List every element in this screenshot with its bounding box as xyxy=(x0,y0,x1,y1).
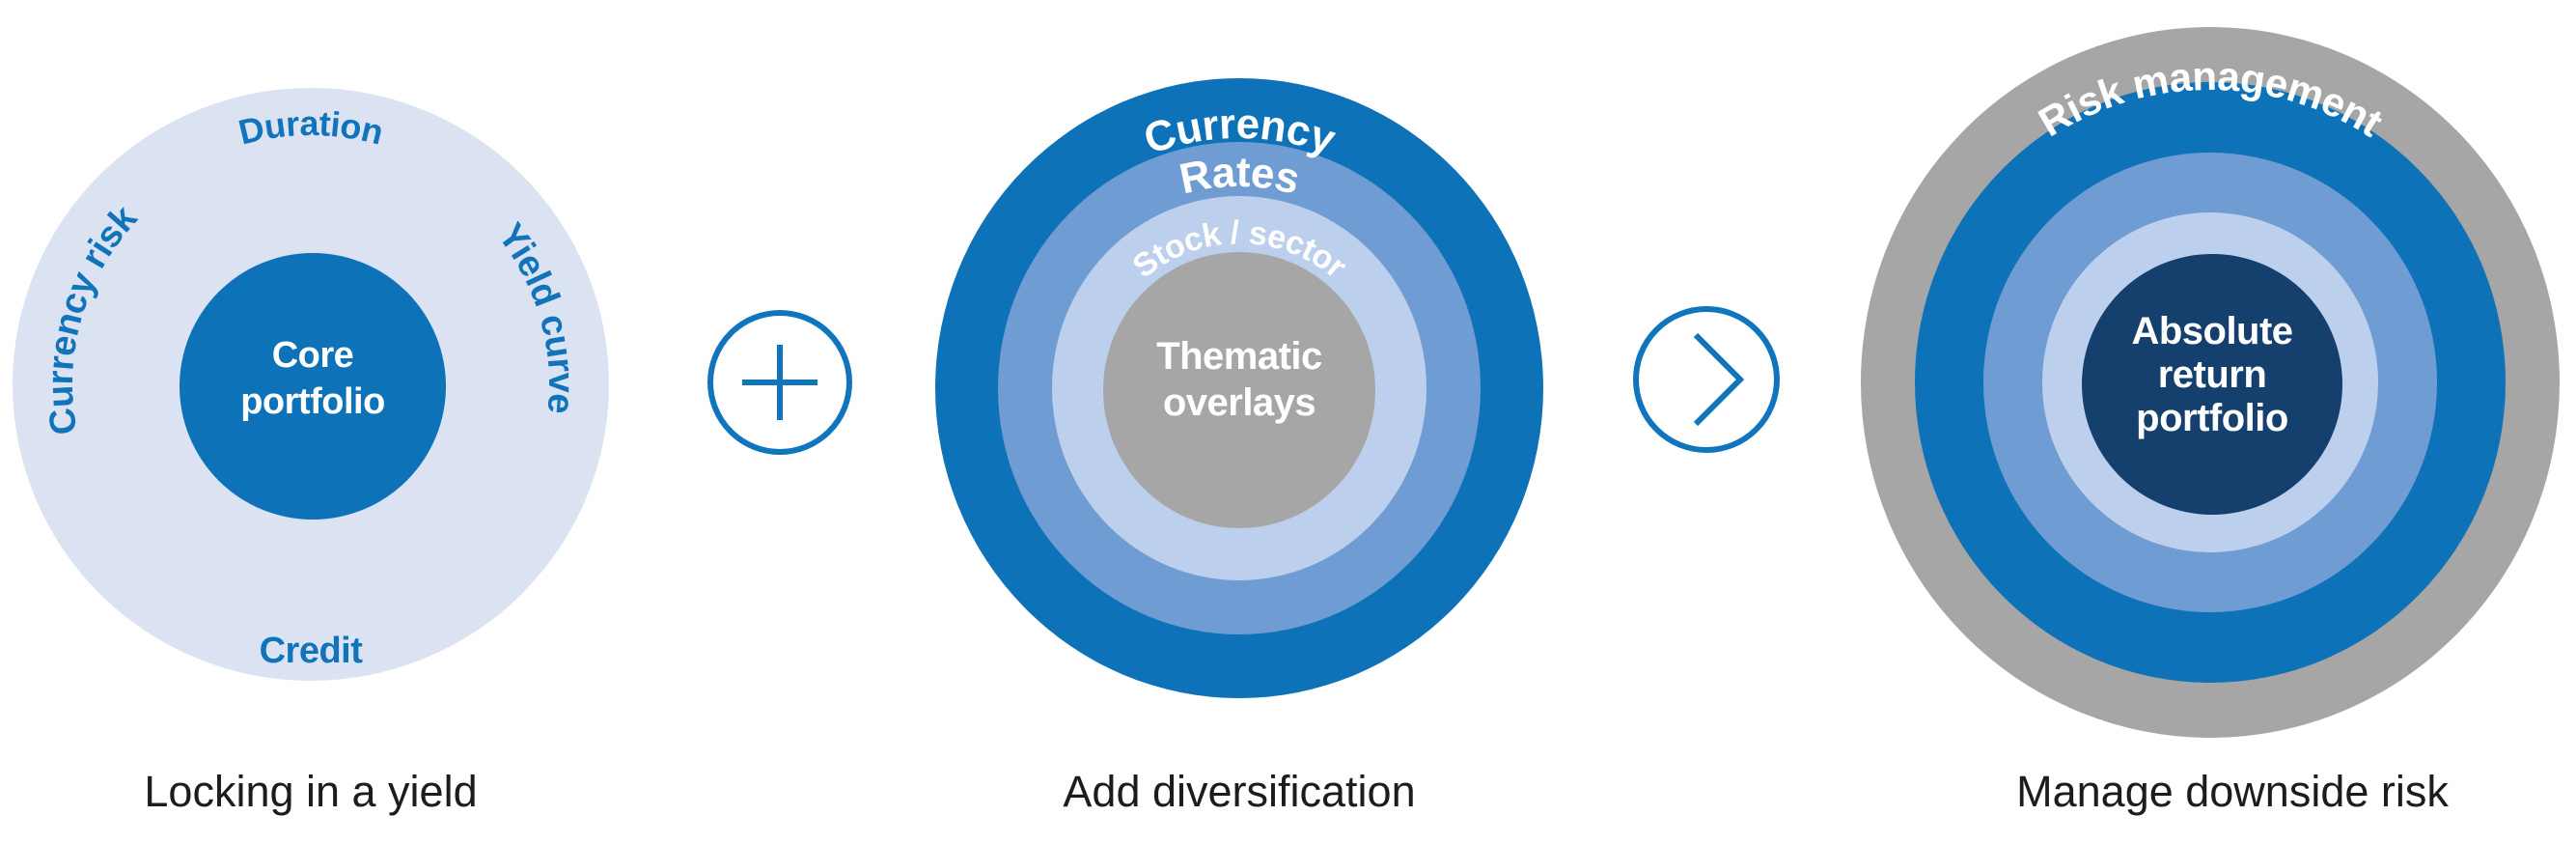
chevron-right-icon xyxy=(1633,306,1780,453)
absolute-return-line2: return xyxy=(2158,353,2267,396)
thematic-overlays-line1: Thematic xyxy=(1156,335,1322,378)
left-caption: Locking in a yield xyxy=(144,767,477,816)
right-caption: Manage downside risk xyxy=(2016,767,2449,816)
right-diagram: Risk management Absolute return portfoli… xyxy=(1861,27,2560,816)
core-portfolio-line2: portfolio xyxy=(240,381,385,422)
rates-ring-label-text: Rates xyxy=(1176,149,1304,204)
left-diagram: Duration Yield curve Currency risk Credi… xyxy=(13,88,609,816)
chevron-icon-glyph xyxy=(1693,332,1745,427)
absolute-return-line3: portfolio xyxy=(2136,397,2288,439)
thematic-overlays-line2: overlays xyxy=(1163,381,1316,424)
plus-icon-circle xyxy=(707,310,852,455)
absolute-return-line1: Absolute xyxy=(2131,310,2292,352)
credit-label: Credit xyxy=(260,631,364,671)
middle-diagram: Currency Rates Stock / sector Thematic o… xyxy=(935,78,1543,816)
core-portfolio-circle xyxy=(180,253,446,520)
thematic-overlays-circle xyxy=(1103,252,1375,528)
rates-ring-label: Rates xyxy=(1176,149,1304,204)
plus-icon xyxy=(707,310,852,455)
middle-caption: Add diversification xyxy=(1063,767,1415,816)
chevron-icon-circle xyxy=(1633,306,1780,453)
absolute-return-circle xyxy=(2082,254,2342,515)
core-portfolio-line1: Core xyxy=(272,335,354,376)
